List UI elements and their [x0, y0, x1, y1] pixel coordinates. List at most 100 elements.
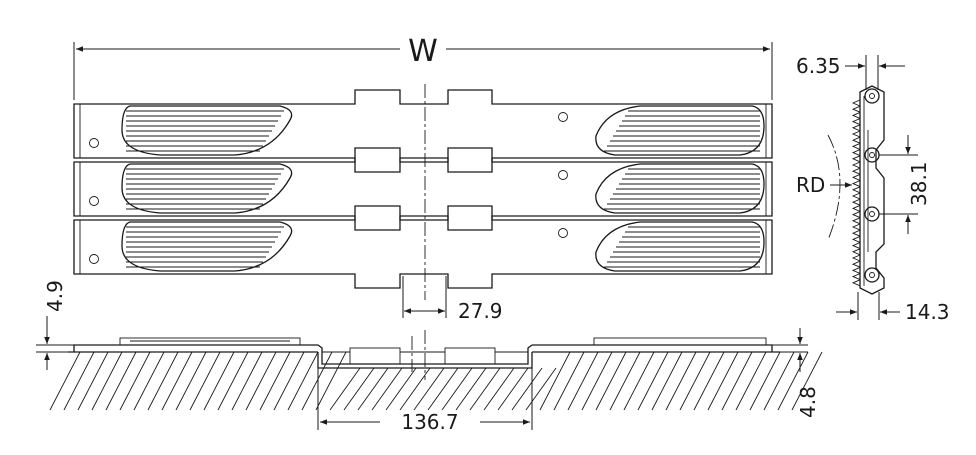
- hatch-line: [735, 351, 767, 411]
- tooth: [851, 198, 861, 206]
- plate-hole: [558, 170, 568, 180]
- hatch-line: [147, 351, 179, 411]
- grip-pad-outline: [121, 163, 293, 214]
- hatch-line: [119, 351, 151, 411]
- grip-pad-right: [595, 221, 765, 272]
- grip-pad-left: [121, 105, 293, 156]
- tooth: [851, 229, 861, 237]
- hatch-line: [455, 367, 487, 411]
- rd-arc: [827, 134, 841, 241]
- tooth: [851, 248, 861, 256]
- plate-outline: [73, 147, 773, 231]
- hatch-line: [91, 351, 123, 411]
- hatch-line: [175, 351, 207, 411]
- tooth: [851, 118, 861, 126]
- hatch-line: [63, 351, 95, 411]
- tooth: [851, 130, 861, 138]
- hatch-line: [665, 351, 697, 411]
- hatch-line: [539, 351, 571, 411]
- end-view-teeth: [851, 99, 861, 287]
- tooth: [851, 180, 861, 188]
- hatch-line: [413, 367, 445, 411]
- recess-width-dimension: 136.7: [317, 368, 533, 434]
- recess-width-label: 136.7: [401, 410, 458, 434]
- recess-depth-label: 4.8: [796, 386, 820, 418]
- pitch-dimension: 38.1: [879, 135, 931, 234]
- tooth: [851, 279, 861, 287]
- tooth: [851, 211, 861, 219]
- pin-bottom: [864, 267, 880, 283]
- pitch-offset-dimension: 6.35: [796, 54, 905, 90]
- plate-outline: [73, 89, 773, 173]
- tooth: [851, 260, 861, 268]
- tooth: [851, 192, 861, 200]
- plate-hole: [558, 112, 568, 122]
- hatch-line: [287, 351, 319, 411]
- finger-width-dimension: 27.9: [402, 276, 503, 323]
- thickness-dimension: 4.9: [36, 280, 120, 370]
- hatch-line: [763, 351, 795, 411]
- grip-pad-right: [595, 105, 765, 156]
- tooth: [851, 111, 861, 119]
- hatch-line: [399, 367, 431, 411]
- side-width-label: 14.3: [905, 300, 950, 324]
- tooth: [851, 136, 861, 144]
- rd-label: RD: [796, 173, 825, 197]
- hatch-line: [707, 351, 739, 411]
- hatch-line: [203, 351, 235, 411]
- tooth: [851, 223, 861, 231]
- plate-outline: [73, 205, 773, 289]
- hatch-line: [623, 351, 655, 411]
- hatch-line: [497, 367, 529, 411]
- pin-2: [864, 147, 880, 163]
- tooth: [851, 105, 861, 113]
- grip-pad-left: [121, 163, 293, 214]
- tooth: [851, 273, 861, 281]
- hatch-line: [315, 351, 347, 411]
- tooth: [851, 254, 861, 262]
- plate-1: [73, 89, 773, 173]
- tooth: [851, 124, 861, 132]
- hatch-line: [371, 367, 403, 411]
- end-view: [827, 85, 885, 295]
- hatch-line: [105, 351, 137, 411]
- hatch-line: [343, 367, 375, 411]
- plate-hole: [89, 196, 99, 206]
- hatch-line: [651, 351, 683, 411]
- hatch-line: [749, 351, 781, 411]
- hatch-line: [329, 367, 361, 411]
- hatch-line: [553, 351, 585, 411]
- plate-hole: [89, 254, 99, 264]
- top-view-plates: [73, 89, 773, 289]
- plate-hole: [89, 138, 99, 148]
- hatch-line: [609, 351, 641, 411]
- hatch-line: [777, 351, 809, 411]
- pin-top: [864, 88, 880, 104]
- tooth: [851, 204, 861, 212]
- grip-pad-right: [595, 163, 765, 214]
- tooth: [851, 186, 861, 194]
- plate-2: [73, 147, 773, 231]
- tooth: [851, 142, 861, 150]
- pitch-label: 38.1: [907, 161, 931, 206]
- thickness-label: 4.9: [43, 280, 67, 312]
- hatch-line: [49, 351, 81, 411]
- hatch-line: [581, 351, 613, 411]
- hatch-line: [231, 351, 263, 411]
- hatch-line: [441, 367, 473, 411]
- hatch-line: [637, 351, 669, 411]
- tooth: [851, 242, 861, 250]
- hatch-line: [259, 351, 291, 411]
- hatch-line: [245, 351, 277, 411]
- grip-pad-outline: [595, 221, 765, 272]
- plate-3: [73, 205, 773, 289]
- hatch-line: [525, 367, 557, 411]
- pitch-offset-label: 6.35: [796, 54, 841, 78]
- pin-3: [864, 206, 880, 222]
- ground-hatching: [49, 351, 823, 411]
- hatch-line: [273, 351, 305, 411]
- hatch-line: [77, 351, 109, 411]
- hatch-line: [679, 351, 711, 411]
- hatch-line: [567, 351, 599, 411]
- side-width-dimension: 14.3: [836, 292, 950, 324]
